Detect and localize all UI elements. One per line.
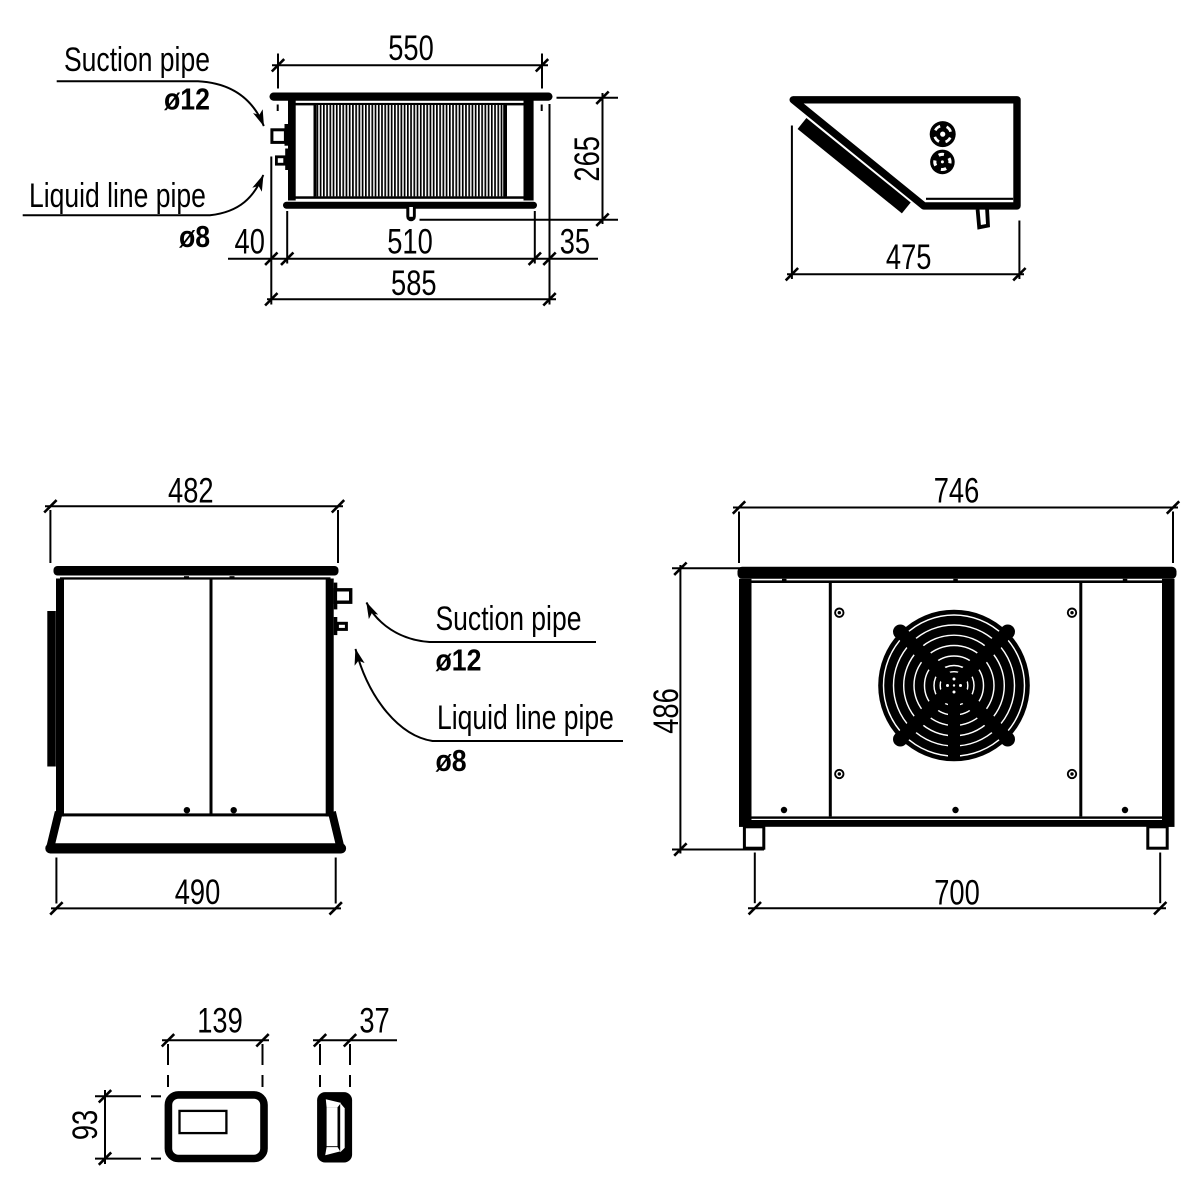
svg-text:Suction pipe: Suction pipe [436,600,582,638]
svg-text:486: 486 [647,688,686,734]
svg-text:490: 490 [175,873,221,912]
svg-text:550: 550 [388,29,434,68]
svg-text:Liquid line pipe: Liquid line pipe [437,699,614,737]
svg-text:475: 475 [886,238,932,277]
svg-text:Liquid line pipe: Liquid line pipe [29,177,206,215]
svg-text:139: 139 [197,1001,243,1040]
svg-text:ø12: ø12 [164,83,210,117]
svg-text:746: 746 [934,471,980,510]
svg-text:482: 482 [168,471,214,510]
svg-text:35: 35 [560,222,590,261]
svg-text:ø8: ø8 [436,744,467,778]
svg-text:Suction pipe: Suction pipe [64,41,210,79]
svg-text:40: 40 [235,222,265,261]
svg-text:265: 265 [568,136,607,182]
svg-text:585: 585 [391,264,437,303]
svg-text:ø12: ø12 [436,644,482,678]
svg-text:93: 93 [66,1110,105,1140]
svg-text:510: 510 [387,222,433,261]
svg-text:ø8: ø8 [179,220,210,254]
svg-text:37: 37 [359,1001,389,1040]
svg-text:700: 700 [934,873,980,912]
